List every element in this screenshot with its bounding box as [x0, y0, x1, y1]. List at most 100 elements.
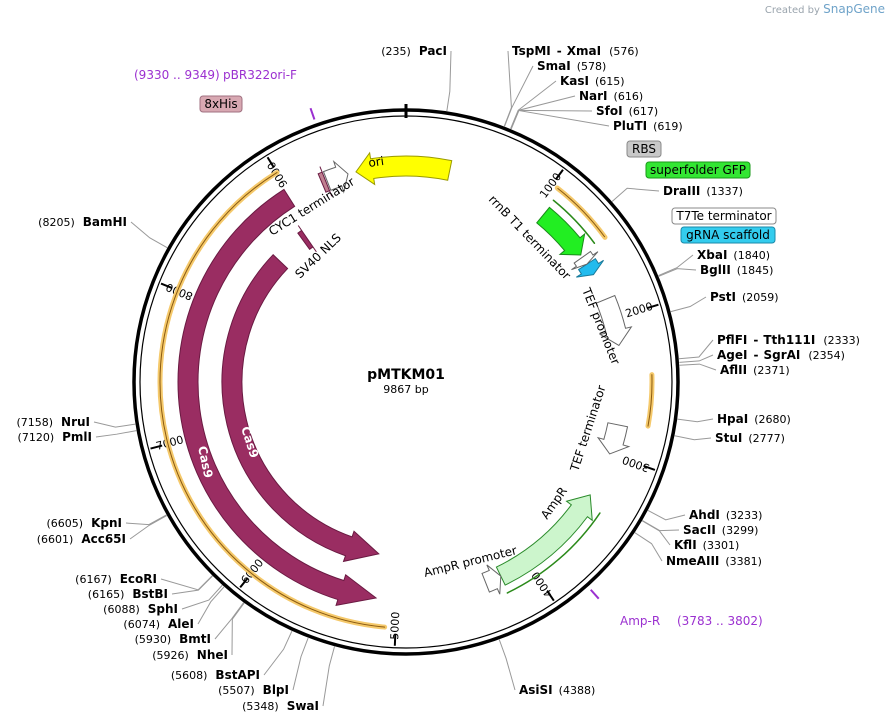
enzyme-position: (3299) [722, 524, 759, 537]
enzyme-name: KpnI [91, 516, 122, 530]
enzyme-name: AgeI [717, 348, 747, 362]
enzyme-site-nrui: NruI (7158) [16, 415, 90, 429]
enzyme-site-psti: PstI(2059) [710, 290, 779, 304]
feature-rrnb-terminator [571, 250, 599, 271]
enzyme-leader [674, 435, 712, 441]
enzyme-name: PacI [419, 44, 447, 58]
enzyme-position: (2680) [754, 413, 791, 426]
enzyme-site-kasi: KasI (615) [560, 74, 625, 88]
enzyme-leader [510, 80, 557, 129]
enzyme-name: KasI [560, 74, 589, 88]
snapgene-credit: Created by SnapGene [765, 2, 885, 16]
enzyme-leader [498, 639, 516, 691]
feature-tag-rbs: RBS [626, 140, 662, 158]
enzyme-leader [214, 602, 244, 640]
enzyme-name: XbaI [697, 248, 727, 262]
orf-arc-gfp-line [557, 187, 606, 238]
enzyme-name: HpaI [717, 412, 748, 426]
orf-arc-cas9-line [159, 172, 386, 628]
enzyme-leader [679, 354, 714, 363]
enzyme-site-hpai: HpaI (2680) [717, 412, 791, 426]
enzyme-leader [181, 584, 223, 610]
enzyme-position: (2777) [748, 432, 785, 445]
enzyme-name: KflI [674, 538, 697, 552]
enzyme-leader [658, 268, 697, 277]
enzyme-name: BmtI [179, 632, 211, 646]
orf-arc-tef-line [647, 374, 653, 427]
enzyme-site-acc65i: Acc65I(6601) [37, 532, 126, 546]
enzyme-site-draiii: DraIII(1337) [663, 184, 743, 198]
enzyme-site-kpni: KpnI (6605) [47, 516, 122, 530]
primer-amp-r-range: (3783 .. 3802) [677, 614, 763, 628]
enzyme-site-ecori: EcoRI(6167) [75, 572, 157, 586]
enzyme-position: (1840) [733, 249, 770, 262]
enzyme-site-paci: PacI (235) [381, 44, 447, 58]
enzyme-name: NarI [579, 89, 608, 103]
enzyme-name: AleI [168, 617, 194, 631]
enzyme-site-nmeaiii: NmeAIII(3381) [666, 554, 762, 568]
tick-6000 [239, 577, 249, 589]
enzyme-position: (619) [653, 120, 683, 133]
enzyme-leader [642, 520, 680, 532]
enzyme-position: (615) [595, 75, 625, 88]
enzyme-position: (6605) [47, 517, 84, 530]
enzyme-position: (235) [381, 45, 411, 58]
enzyme-leader [446, 50, 452, 112]
feature-tag-superfolder-gfp: superfolder GFP [645, 161, 751, 179]
enzyme-position: (5507) [218, 684, 255, 697]
enzyme-position: (2059) [742, 291, 779, 304]
enzyme-name: SacII [683, 523, 716, 537]
enzyme-name: SfoI [596, 104, 623, 118]
feature-cas9-inner [221, 254, 380, 563]
feature-label-tef-terminator: TEF terminator [567, 384, 608, 474]
enzyme-position: (7158) [16, 416, 53, 429]
enzyme-name: StuI [715, 431, 742, 445]
enzyme-dash: - [753, 333, 758, 347]
feature-tag-grna-label: gRNA scaffold [686, 228, 770, 242]
enzyme-dash: - [753, 348, 758, 362]
primer-mark-amp-r [589, 589, 600, 600]
enzyme-site-bstbi: BstBI(6165) [88, 587, 168, 601]
enzyme-name: BamHI [83, 215, 127, 229]
enzyme-site-nari: NarI(616) [579, 89, 643, 103]
enzyme-leader [510, 109, 610, 130]
feature-label-sv40: SV40 NLS [292, 231, 344, 282]
enzyme-site-agei: AgeI-SgrAI(2354) [717, 348, 845, 362]
enzyme-name: BstBI [132, 587, 168, 601]
enzyme-name: NruI [61, 415, 90, 429]
enzyme-site-asisi: AsiSI(4388) [519, 683, 595, 697]
enzyme-site-tspmi: TspMI-XmaI(576) [512, 44, 639, 58]
enzyme-position: (2333) [823, 334, 860, 347]
primer-amp-r: Amp-R [620, 614, 660, 628]
primer-mark-pbr322ori-f [309, 107, 316, 120]
enzyme-name: PluTI [613, 119, 647, 133]
enzyme-site-stui: StuI (2777) [715, 431, 785, 445]
enzyme-position: (576) [609, 45, 639, 58]
enzyme-position: (6088) [103, 603, 140, 616]
feature-tef-terminator [596, 422, 631, 455]
tick-2000 [646, 303, 659, 310]
enzyme-site-nhei: NheI(5926) [152, 648, 228, 662]
enzyme-site-bstapi: BstAPI(5608) [171, 668, 260, 682]
enzyme-leader [611, 187, 660, 202]
gfp-inner-line [552, 199, 596, 244]
enzyme-leader [641, 520, 671, 546]
enzyme-position: (8205) [38, 216, 75, 229]
tick-5000 [393, 633, 397, 646]
enzyme-position: (4388) [559, 684, 596, 697]
enzyme-position: (578) [577, 60, 607, 73]
enzyme-position: (5930) [135, 633, 172, 646]
enzyme-site-sphi: SphI (6088) [103, 602, 178, 616]
tick-7000 [150, 444, 163, 450]
enzyme-site-bmti: BmtI (5930) [135, 632, 211, 646]
enzyme-site-bglii: BglII(1845) [700, 263, 773, 277]
feature-cas9-outer [177, 188, 378, 606]
enzyme-leader [510, 109, 593, 130]
enzyme-leader [292, 637, 309, 691]
primer-pbr322ori-f: pBR322ori-F [223, 68, 297, 82]
enzyme-leader [634, 532, 663, 562]
enzyme-name: BlpI [263, 683, 289, 697]
feature-ori [355, 151, 453, 186]
enzyme-name: SphI [148, 602, 178, 616]
